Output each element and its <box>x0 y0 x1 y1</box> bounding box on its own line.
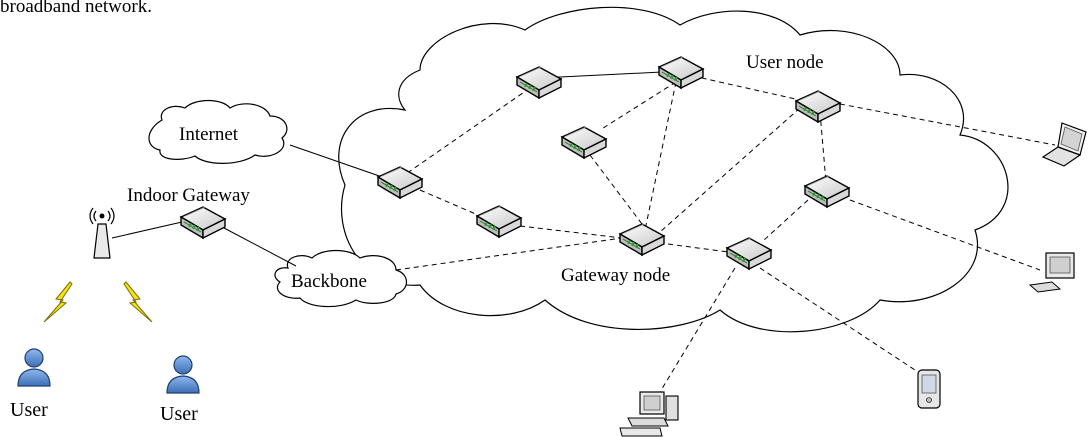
user-node-label: User node <box>746 52 824 73</box>
user-label-left: User <box>10 399 48 421</box>
internet-cloud <box>148 99 288 164</box>
solid-links <box>111 71 663 267</box>
laptop-icon <box>1041 122 1087 167</box>
desktop-icon <box>1028 252 1075 293</box>
indoor-gateway-label: Indoor Gateway <box>127 185 250 206</box>
mesh-network-cloud <box>338 6 1009 333</box>
dashed-links <box>395 73 1056 393</box>
user-icon <box>166 355 200 394</box>
pc-icon <box>619 391 679 437</box>
internet-label: Internet <box>179 124 239 145</box>
user-icon <box>17 348 51 387</box>
backbone-cloud <box>274 249 408 308</box>
antenna-icon <box>89 207 115 259</box>
caption-fragment: broadband network. <box>0 0 152 17</box>
user-label-right: User <box>160 403 198 425</box>
gateway-node-label: Gateway node <box>561 265 670 286</box>
pda-icon <box>917 369 941 409</box>
lightning-icon <box>43 281 73 323</box>
backbone-label: Backbone <box>291 271 367 292</box>
indoor-gateway-router-icon <box>180 206 226 239</box>
lightning-icon <box>123 281 153 323</box>
